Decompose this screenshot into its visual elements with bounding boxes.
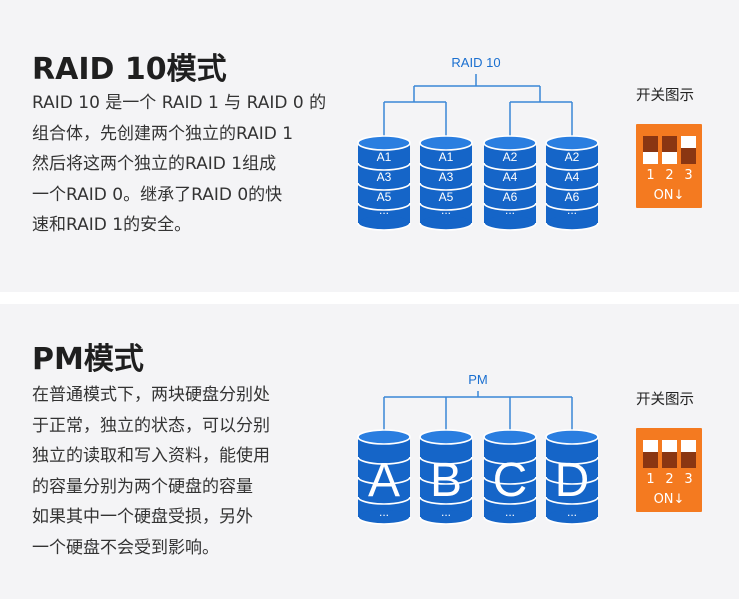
raid10-desc-line: 组合体，先创建两个独立的RAID 1 — [32, 123, 294, 144]
disk-block-label: ... — [441, 203, 451, 217]
disk-block-label: A4 — [565, 170, 580, 184]
raid10-diagram: RAID 10 A1A3A5...A1A3A5...A2A4A6...A2A4A… — [357, 55, 599, 231]
disk-block-label: A6 — [565, 190, 580, 204]
disk-dots: ... — [441, 505, 451, 519]
disk-block-label: A3 — [439, 170, 454, 184]
raid10-desc-line: 速和RAID 1的安全。 — [32, 215, 192, 235]
raid10-switch-slot-2 — [662, 136, 677, 164]
disk-block-label: ... — [505, 203, 515, 217]
pm-diagram: PM A...B...C...D... — [357, 372, 599, 525]
pm-desc-line: 在普通模式下，两块硬盘分别处 — [32, 385, 270, 405]
raid10-section: RAID 10模式 RAID 10 是一个 RAID 1 与 RAID 0 的 … — [0, 0, 739, 292]
disk-letter: A — [368, 454, 400, 507]
raid10-switch-number: 3 — [684, 168, 693, 183]
disk-block-label: A2 — [503, 150, 518, 164]
disk-letter: C — [493, 454, 528, 507]
pm-desc-line: 如果其中一个硬盘受损，另外 — [32, 507, 253, 527]
pm-description: 在普通模式下，两块硬盘分别处 于正常，独立的状态，可以分别 独立的读取和写入资料… — [32, 380, 332, 563]
pm-disk-1: A... — [357, 429, 411, 525]
disk-block-label: ... — [567, 203, 577, 217]
pm-desc-line: 于正常，独立的状态，可以分别 — [32, 415, 270, 436]
disk-block-label: A5 — [439, 190, 454, 204]
pm-switch-slot-2 — [662, 440, 677, 468]
raid10-desc-line: RAID 10 是一个 RAID 1 与 RAID 0 的 — [32, 93, 327, 113]
disk-letter: B — [430, 454, 462, 507]
raid10-disk-2: A1A3A5... — [419, 135, 473, 231]
raid10-disk-3: A2A4A6... — [483, 135, 537, 231]
disk-block-label: ... — [379, 203, 389, 217]
disk-block-label: A6 — [503, 190, 518, 204]
raid10-switch-number: 1 — [646, 168, 655, 183]
pm-connector-lines — [383, 391, 573, 430]
disk-block-label: A3 — [377, 170, 392, 184]
pm-switch-number: 2 — [665, 472, 674, 487]
pm-switch-knob — [662, 440, 677, 452]
raid10-disk-4: A2A4A6... — [545, 135, 599, 231]
pm-desc-line: 的容量分别为两个硬盘的容量 — [32, 476, 253, 497]
pm-title: PM模式 — [32, 342, 144, 377]
pm-switch-slot-1 — [643, 440, 658, 468]
raid10-switch-slot-3 — [681, 136, 696, 164]
raid10-description: RAID 10 是一个 RAID 1 与 RAID 0 的 组合体，先创建两个独… — [32, 88, 332, 241]
disk-dots: ... — [505, 505, 515, 519]
raid10-diagram-label: RAID 10 — [451, 55, 500, 70]
pm-disk-2: B... — [419, 429, 473, 525]
pm-section: PM模式 在普通模式下，两块硬盘分别处 于正常，独立的状态，可以分别 独立的读取… — [0, 304, 739, 599]
raid10-title: RAID 10模式 — [32, 52, 227, 87]
pm-disk-4: D... — [545, 429, 599, 525]
pm-switch-number: 1 — [646, 472, 655, 487]
disk-block-label: A5 — [377, 190, 392, 204]
raid10-switch-slot-1 — [643, 136, 658, 164]
pm-switch-number: 3 — [684, 472, 693, 487]
raid10-switch-label: 开关图示 — [636, 88, 694, 104]
pm-desc-line: 一个硬盘不会受到影响。 — [32, 537, 219, 558]
pm-switch-knob — [643, 440, 658, 452]
disk-dots: ... — [379, 505, 389, 519]
disk-dots: ... — [567, 505, 577, 519]
raid10-desc-line: 然后将这两个独立的RAID 1组成 — [32, 154, 277, 174]
raid10-switch-on-label: ON↓ — [653, 188, 685, 203]
disk-block-label: A1 — [377, 150, 392, 164]
disk-block-label: A1 — [439, 150, 454, 164]
disk-block-label: A4 — [503, 170, 518, 184]
pm-switch-label: 开关图示 — [636, 392, 694, 408]
pm-disk-3: C... — [483, 429, 537, 525]
pm-diagram-label: PM — [468, 372, 488, 387]
raid10-switch-number: 2 — [665, 168, 674, 183]
raid10-desc-line: 一个RAID 0。继承了RAID 0的快 — [32, 184, 283, 205]
raid10-switch-knob — [643, 152, 658, 164]
pm-desc-line: 独立的读取和写入资料，能使用 — [32, 446, 270, 466]
raid10-switch-knob — [662, 152, 677, 164]
pm-switch-slot-3 — [681, 440, 696, 468]
disk-letter: D — [555, 454, 590, 507]
raid10-connector-lines — [383, 74, 573, 136]
raid10-switch-knob — [681, 136, 696, 148]
pm-switch-on-label: ON↓ — [653, 492, 685, 507]
pm-switch-knob — [681, 440, 696, 452]
raid10-disk-1: A1A3A5... — [357, 135, 411, 231]
disk-block-label: A2 — [565, 150, 580, 164]
